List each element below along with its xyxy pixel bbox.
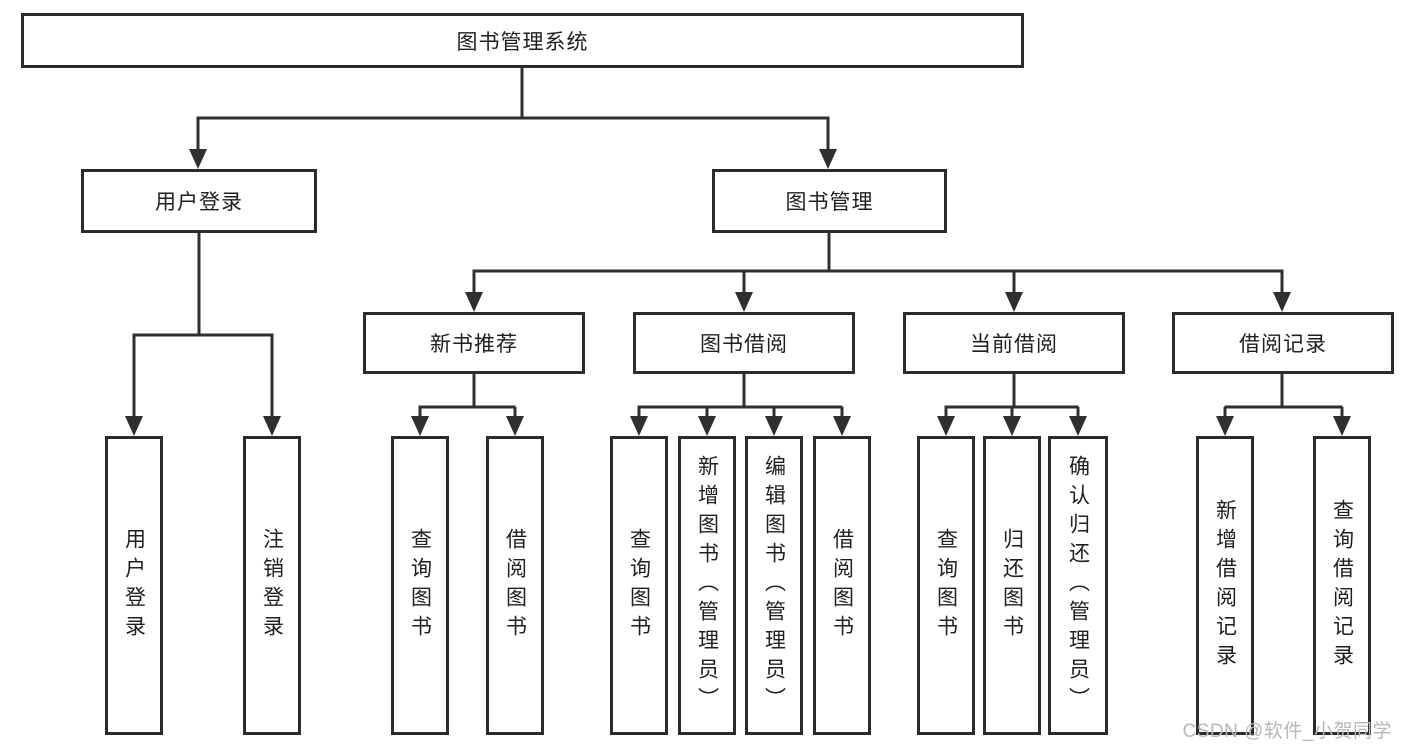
root-node: 图书管理系统 <box>21 13 1024 68</box>
leaf-borrow-add-books-admin-label: 新增图书（管理员） <box>695 455 719 716</box>
arrow-down-icon <box>735 292 753 312</box>
leaf-records-query-record: 查询借阅记录 <box>1313 436 1371 735</box>
leaf-current-return-books-label: 归还图书 <box>1000 527 1024 644</box>
root-node-label: 图书管理系统 <box>456 30 589 54</box>
leaf-current-confirm-return-admin: 确认归还（管理员） <box>1048 436 1108 735</box>
leaf-borrow-borrow-books-label: 借阅图书 <box>830 527 854 644</box>
arrow-down-icon <box>506 416 524 436</box>
arrow-down-icon <box>833 416 851 436</box>
leaf-borrow-add-books-admin: 新增图书（管理员） <box>678 436 736 735</box>
arrow-down-icon <box>189 149 207 169</box>
arrow-down-icon <box>1273 292 1291 312</box>
leaf-borrow-borrow-books: 借阅图书 <box>813 436 871 735</box>
node-book-management-label: 图书管理 <box>785 191 874 214</box>
arrow-down-icon <box>765 416 783 436</box>
leaf-logout: 注销登录 <box>243 436 301 735</box>
leaf-borrow-edit-books-admin-label: 编辑图书（管理员） <box>762 455 786 716</box>
node-user-login: 用户登录 <box>81 169 317 233</box>
arrow-down-icon <box>1216 416 1234 436</box>
arrow-down-icon <box>1069 416 1087 436</box>
leaf-records-query-record-label: 查询借阅记录 <box>1330 498 1354 673</box>
leaf-current-return-books: 归还图书 <box>983 436 1041 735</box>
leaf-newbook-borrow-books: 借阅图书 <box>486 436 544 735</box>
leaf-borrow-query-books-label: 查询图书 <box>627 527 651 644</box>
leaf-logout-label: 注销登录 <box>260 527 284 644</box>
leaf-user-login: 用户登录 <box>105 436 163 735</box>
arrow-down-icon <box>819 149 837 169</box>
node-current-borrow-label: 当前借阅 <box>970 333 1058 356</box>
leaf-current-query-books-label: 查询图书 <box>934 527 958 644</box>
leaf-newbook-query-books: 查询图书 <box>391 436 449 735</box>
leaf-borrow-edit-books-admin: 编辑图书（管理员） <box>745 436 803 735</box>
node-user-login-label: 用户登录 <box>155 191 243 214</box>
leaf-current-query-books: 查询图书 <box>917 436 975 735</box>
node-book-borrow-label: 图书借阅 <box>700 333 788 356</box>
arrow-down-icon <box>698 416 716 436</box>
arrow-down-icon <box>125 416 143 436</box>
node-book-management: 图书管理 <box>712 169 947 233</box>
leaf-user-login-label: 用户登录 <box>122 527 146 644</box>
leaf-records-add-record: 新增借阅记录 <box>1196 436 1254 735</box>
arrow-down-icon <box>1005 292 1023 312</box>
watermark: CSDN @软件_小贺同学 <box>1182 721 1392 742</box>
arrow-down-icon <box>465 292 483 312</box>
arrow-down-icon <box>1333 416 1351 436</box>
arrow-down-icon <box>411 416 429 436</box>
arrowheads <box>125 149 1351 436</box>
leaf-current-confirm-return-admin-label: 确认归还（管理员） <box>1066 455 1090 716</box>
node-new-book-recommend: 新书推荐 <box>363 312 585 374</box>
node-new-book-recommend-label: 新书推荐 <box>430 333 518 356</box>
leaf-newbook-query-books-label: 查询图书 <box>408 527 432 644</box>
node-current-borrow: 当前借阅 <box>903 312 1125 374</box>
leaf-borrow-query-books: 查询图书 <box>610 436 668 735</box>
arrow-down-icon <box>1003 416 1021 436</box>
node-borrow-records: 借阅记录 <box>1172 312 1394 374</box>
node-borrow-records-label: 借阅记录 <box>1239 333 1327 356</box>
arrow-down-icon <box>630 416 648 436</box>
arrow-down-icon <box>937 416 955 436</box>
leaf-records-add-record-label: 新增借阅记录 <box>1213 498 1237 673</box>
leaf-newbook-borrow-books-label: 借阅图书 <box>503 527 527 644</box>
node-book-borrow: 图书借阅 <box>633 312 855 374</box>
arrow-down-icon <box>263 416 281 436</box>
